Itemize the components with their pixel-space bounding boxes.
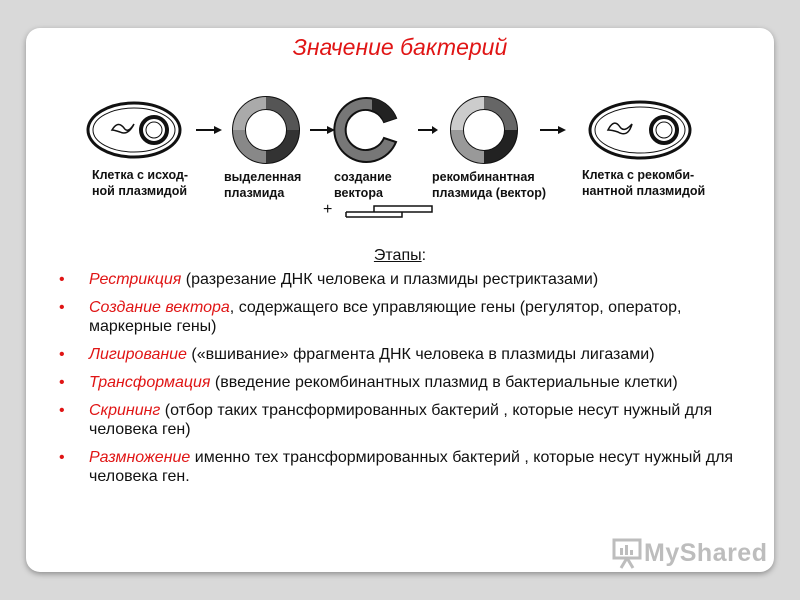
isolated-plasmid [232,96,300,164]
slide-title: Значение бактерий [292,34,508,60]
caption-line: плазмида [224,186,285,200]
caption-line: плазмида (вектор) [432,186,547,200]
caption-recombinant-plasmid: рекомбинантная плазмида (вектор) [432,169,546,201]
caption-vector-creation: создание вектора [334,169,392,201]
item-text: (введение рекомбинантных плазмид в бакте… [210,374,678,391]
bullet-icon: • [59,346,65,363]
caption-line: Клетка с рекомби- [582,168,695,182]
caption-line: Клетка с исход- [92,168,189,182]
bullet-icon: • [59,449,65,466]
watermark-text: MyShared [644,538,768,567]
caption-line: нантной плазмидой [582,184,706,198]
list-item: • Рестрикция (разрезание ДНК человека и п… [58,270,738,289]
arrow-1 [196,126,222,134]
caption-line: выделенная [224,170,302,184]
opened-vector [333,97,398,163]
recombinant-plasmid [450,96,518,164]
watermark-logo: MyShared [610,536,767,570]
item-term: Лигирование [89,346,187,363]
stages-list: • Рестрикция (разрезание ДНК человека и п… [58,270,738,495]
item-text: (отбор таких трансформированных бактерий… [89,402,713,438]
arrow-2 [310,126,335,134]
bullet-icon: • [59,271,65,288]
caption-line: ной плазмидой [92,184,188,198]
stages-heading: Этапы: [0,247,800,265]
item-text: , содержащего все управляющие гены (регу… [89,299,682,335]
item-text: («вшивание» фрагмента ДНК человека в пла… [186,346,655,363]
item-term: Трансформация [89,374,211,391]
arrow-3 [418,126,438,134]
bullet-icon: • [59,374,65,391]
list-item: • Скрининг (отбор таких трансформированны… [58,401,738,439]
item-text: именно тех трансформированных бактерий ,… [89,449,734,485]
bullet-icon: • [59,402,65,419]
presentation-board-icon [612,538,642,569]
item-term: Создание вектора [89,299,230,316]
stages-heading-text: Этапы [373,247,422,264]
item-term: Рестрикция [89,271,182,288]
cell-with-original-plasmid [86,101,182,159]
item-term: Скрининг [89,402,161,419]
caption-line: создание [334,170,392,184]
caption-isolated-plasmid: выделенная плазмида [224,169,301,201]
caption-cell-recombinant: Клетка с рекомби- нантной плазмидой [582,167,705,199]
caption-cell-original: Клетка с исход- ной плазмидой [92,167,188,199]
list-item: • Трансформация (введение рекомбинантных … [58,373,738,392]
plus-sign: + [323,201,333,218]
arrow-4 [540,126,566,134]
list-item: • Создание вектора, содержащего все управ… [58,298,738,336]
caption-line: вектора [334,186,383,200]
caption-line: рекомбинантная [432,170,535,184]
cell-with-recombinant-plasmid [588,100,692,160]
dna-fragment [345,205,433,218]
list-item: • Лигирование («вшивание» фрагмента ДНК ч… [58,345,738,364]
item-text: (разрезание ДНК человека и плазмиды рест… [181,271,599,288]
list-item: • Размножение именно тех трансформированн… [58,448,738,486]
stages-colon: : [421,247,427,264]
bullet-icon: • [59,299,65,316]
plasmid-diagram [86,96,692,218]
item-term: Размножение [89,449,191,466]
